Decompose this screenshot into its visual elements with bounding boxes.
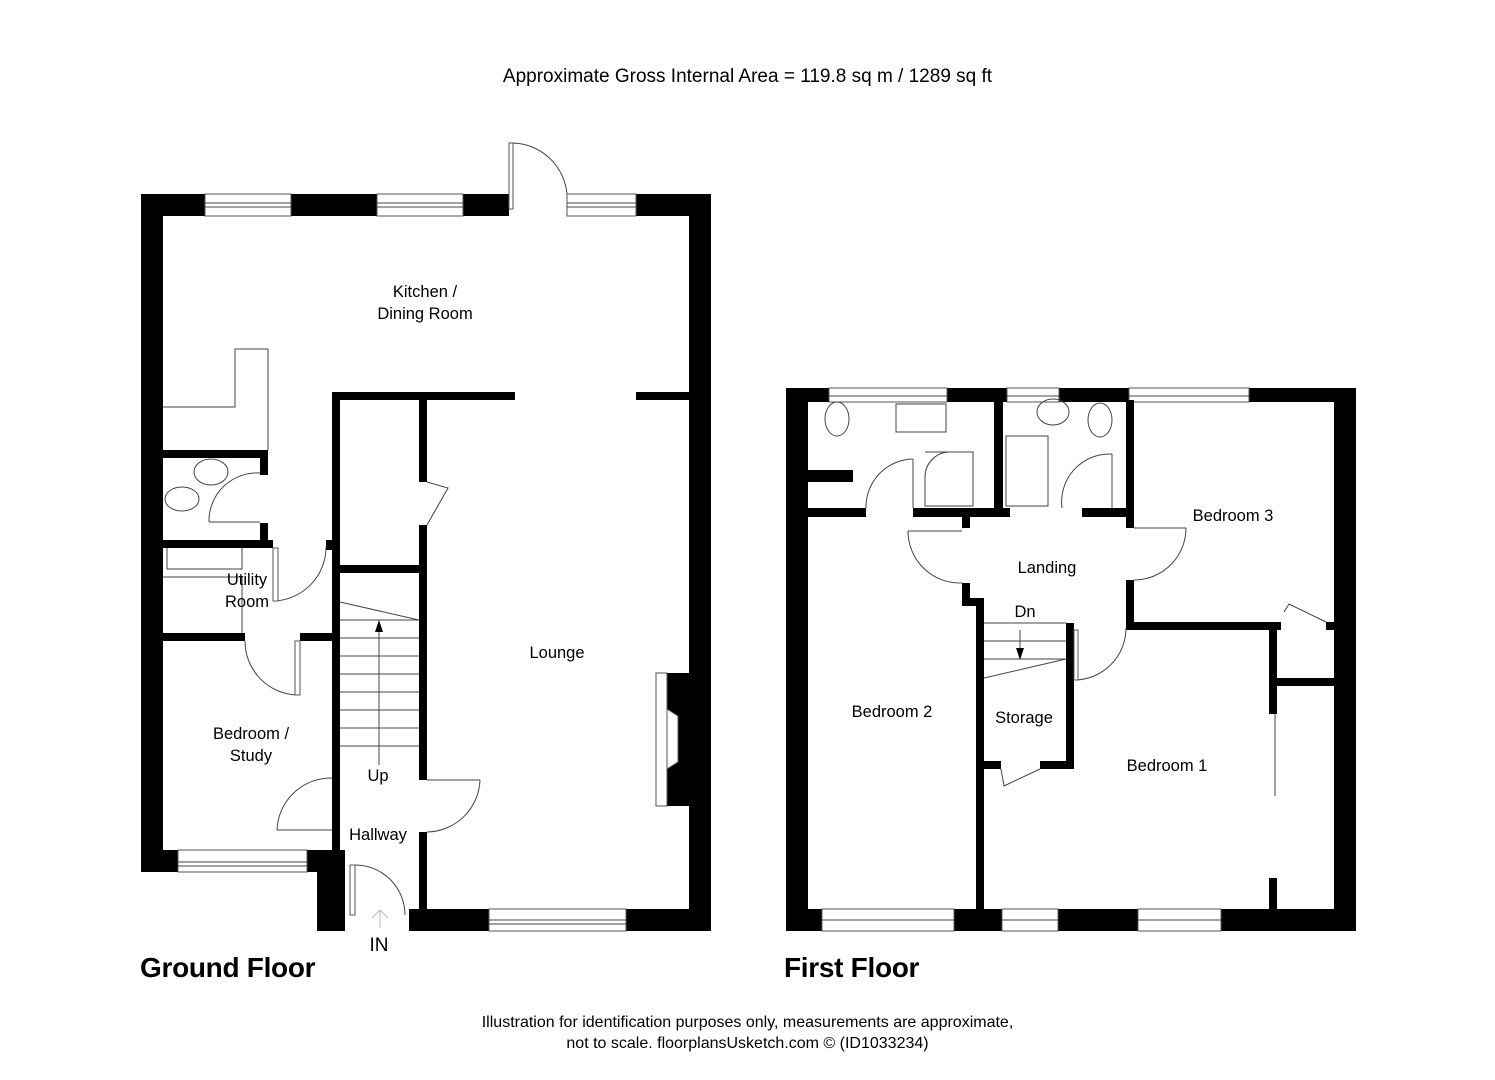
gross-area-title: Approximate Gross Internal Area = 119.8 …: [502, 66, 993, 87]
entrance-label: IN: [369, 935, 389, 956]
kitchen-label-line1: Kitchen /: [392, 283, 458, 301]
room-label-landing: Landing: [1017, 559, 1077, 577]
room-label-storage: Storage: [995, 709, 1053, 727]
room-label-bedroom3: Bedroom 3: [1192, 507, 1274, 525]
room-label-hallway: Hallway: [349, 826, 407, 844]
room-label-bedroom-study: Bedroom / Study: [191, 723, 311, 767]
first-floor-plan: [786, 387, 1356, 932]
utility-label-line2: Room: [224, 593, 269, 611]
stairs-down-label: Dn: [1014, 603, 1036, 621]
first-floor-title: First Floor: [784, 952, 920, 983]
bedroom-study-label-line2: Study: [229, 747, 273, 765]
utility-label-line1: Utility: [226, 571, 268, 589]
stairs-down: [983, 622, 1067, 679]
stairs-up-label: Up: [367, 767, 389, 785]
disclaimer-line2: not to scale. floorplansUsketch.com © (I…: [566, 1035, 929, 1052]
disclaimer-line1: Illustration for identification purposes…: [481, 1014, 1014, 1031]
room-label-kitchen: Kitchen / Dining Room: [365, 281, 485, 325]
room-label-bedroom1: Bedroom 1: [1126, 757, 1208, 775]
bedroom-study-label-line1: Bedroom /: [212, 725, 290, 743]
kitchen-label-line2: Dining Room: [377, 305, 473, 323]
ground-floor-title: Ground Floor: [140, 952, 316, 983]
room-label-bedroom2: Bedroom 2: [851, 703, 933, 721]
disclaimer-footer: Illustration for identification purposes…: [0, 1012, 1495, 1054]
room-label-lounge: Lounge: [529, 644, 585, 662]
room-label-utility: Utility Room: [210, 569, 284, 613]
ground-floor-plan: [141, 142, 711, 932]
stairs-up: [339, 601, 420, 765]
